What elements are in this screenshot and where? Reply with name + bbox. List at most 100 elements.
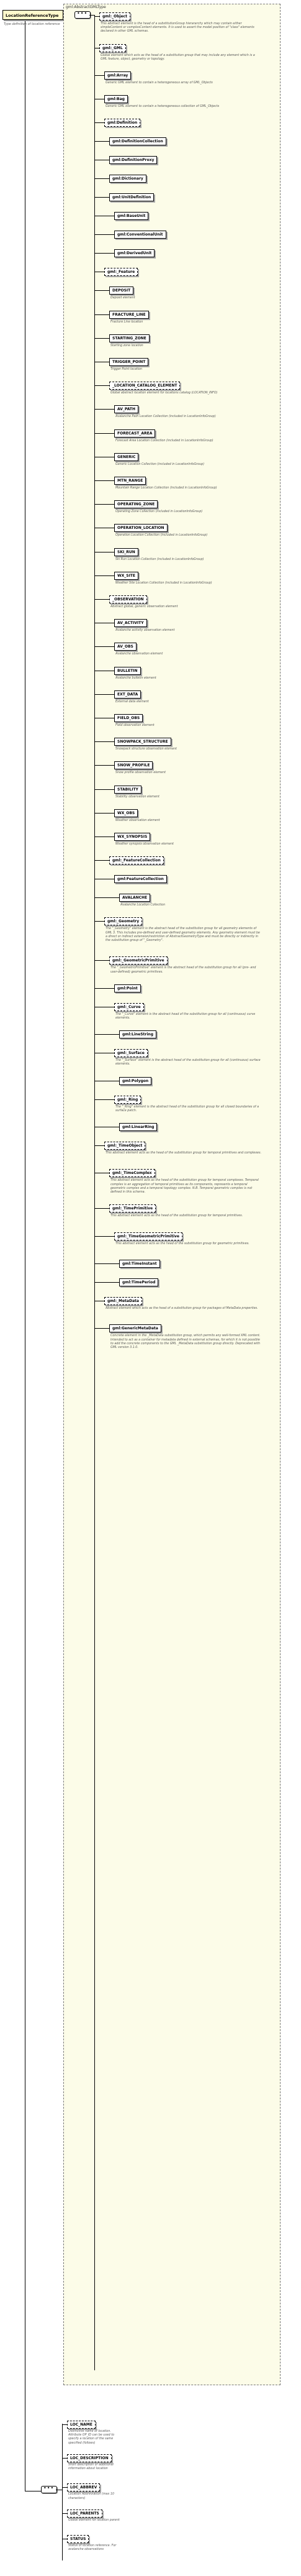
- element-gml-featurecollection[interactable]: gml:_FeatureCollection: [109, 856, 164, 865]
- connector: [94, 253, 114, 254]
- element-starting-zone[interactable]: STARTING_ZONE: [109, 334, 150, 342]
- element-doc: Distinctive name of location. Attribute …: [68, 2430, 115, 2445]
- element-gml-baseunit[interactable]: gml:BaseUnit: [114, 212, 149, 221]
- element-stability[interactable]: STABILITY: [114, 785, 142, 794]
- element-trigger-point[interactable]: TRIGGER_POINT: [109, 358, 149, 366]
- element-label: gml:LineString: [122, 1032, 153, 1037]
- element-gml-definitioncollection[interactable]: gml:DefinitionCollection: [109, 137, 166, 146]
- element-operation-location[interactable]: OPERATION_LOCATION: [114, 524, 168, 533]
- element-ski-run[interactable]: SKI_RUN: [114, 548, 138, 556]
- connector: [94, 480, 114, 481]
- element-bulletin[interactable]: BULLETIN: [114, 666, 141, 675]
- element-doc: Avalanche Path Location Collection (incl…: [115, 415, 216, 419]
- element-doc: This abstract element acts as the head o…: [110, 1214, 243, 1218]
- element-label: gml:Point: [117, 986, 138, 991]
- root-element-doc: Type definition of location reference: [4, 22, 60, 26]
- element-doc: Operation Location Collection (included …: [115, 534, 208, 538]
- element-gml-array[interactable]: gml:Array: [104, 71, 132, 80]
- element-gml-definition[interactable]: gml:Definition: [104, 119, 141, 127]
- element-gml-point[interactable]: gml:Point: [114, 984, 141, 992]
- element-field-obs[interactable]: FIELD_OBS: [114, 714, 143, 722]
- element-gml-definitionproxy[interactable]: gml:DefinitionProxy: [109, 156, 158, 165]
- element-forecast-area[interactable]: FORECAST_AREA: [114, 429, 156, 438]
- element-label: gml:_Ring: [117, 1097, 138, 1102]
- element-gml-timeinstant[interactable]: gml:TimeInstant: [119, 1260, 160, 1268]
- element-wx-obs[interactable]: WX_OBS: [114, 809, 138, 817]
- element-gml-bag[interactable]: gml:Bag: [104, 95, 128, 104]
- element-gml-timecomplex[interactable]: gml:_TimeComplex: [109, 1169, 155, 1178]
- element-generic[interactable]: GENERIC: [114, 452, 139, 461]
- element-label: OPERATING_ZONE: [117, 502, 155, 507]
- element-label: AV_PATH: [117, 407, 136, 412]
- element-gml-timeperiod[interactable]: gml:TimePeriod: [119, 1278, 159, 1286]
- element-gml-feature[interactable]: gml:_Feature: [104, 268, 138, 277]
- element-gml-featurecollection2[interactable]: gml:FeatureCollection: [114, 875, 167, 884]
- element-gml-genericmetadata[interactable]: gml:GenericMetaData: [109, 1324, 161, 1333]
- element-gml-ring[interactable]: gml:_Ring: [114, 1095, 142, 1104]
- element-location-catalog-element[interactable]: _LOCATION_CATALOG_ELEMENT: [109, 382, 181, 390]
- element-gml-linestring[interactable]: gml:LineString: [119, 1030, 156, 1039]
- element-gml-conventionalunit[interactable]: gml:ConventionalUnit: [114, 231, 166, 239]
- element-snowpack-structure[interactable]: SNOWPACK_STRUCTURE: [114, 738, 171, 746]
- element-gml-curve[interactable]: gml:_Curve: [114, 1002, 144, 1011]
- connector: [94, 599, 109, 600]
- element-avalanche[interactable]: AVALANCHE: [119, 894, 151, 902]
- element-gml-metadata[interactable]: gml:_MetaData: [104, 1297, 142, 1305]
- element-doc: The "_Geometry" element is the abstract …: [106, 927, 260, 942]
- element-av-obs[interactable]: AV_OBS: [114, 643, 137, 651]
- element-doc: Generic Location Collection (included in…: [115, 462, 205, 466]
- element-operating-zone[interactable]: OPERATING_ZONE: [114, 500, 158, 509]
- element-gml-derivedunit[interactable]: gml:DerivedUnit: [114, 249, 155, 258]
- element-doc: Location Abbreviation (max 10 characters…: [68, 2493, 114, 2500]
- element-doc: Ski Run Location Collection (included in…: [115, 557, 204, 561]
- element-label: gml:TimePeriod: [122, 1280, 156, 1285]
- element-snow-profile[interactable]: SNOW_PROFILE: [114, 761, 153, 770]
- connector: [94, 433, 114, 434]
- element-deposit[interactable]: DEPOSIT: [109, 286, 134, 295]
- element-label: gml:_TimeGeometricPrimitive: [117, 1234, 179, 1239]
- element-loc-parents[interactable]: LOC_PARENTS: [67, 2509, 102, 2518]
- element-wx-synopsis[interactable]: WX_SYNOPSIS: [114, 833, 151, 841]
- element-ext-data[interactable]: EXT_DATA: [114, 690, 142, 699]
- element-gml-polygon[interactable]: gml:Polygon: [119, 1076, 152, 1085]
- element-wx-site[interactable]: WX_SITE: [114, 571, 138, 580]
- element-gml-geometry[interactable]: gml:_Geometry: [104, 917, 143, 926]
- element-gml-object[interactable]: gml:_Object: [99, 12, 130, 21]
- element-label: FRACTURE_LINE: [112, 312, 146, 317]
- connector: [94, 1263, 119, 1264]
- connector: [94, 141, 109, 142]
- element-doc: This abstract element is the head of a s…: [101, 22, 254, 34]
- element-gml-dictionary[interactable]: gml:Dictionary: [109, 175, 146, 183]
- element-gml-surface[interactable]: gml:_Surface: [114, 1049, 148, 1058]
- element-gml-unitdefinition[interactable]: gml:UnitDefinition: [109, 193, 155, 202]
- element-observation[interactable]: _OBSERVATION: [109, 595, 147, 603]
- element-label: gml:_Surface: [117, 1051, 145, 1056]
- element-gml-timeobject[interactable]: gml:_TimeObject: [104, 1142, 146, 1150]
- element-loc-description[interactable]: LOC_DESCRIPTION: [67, 2454, 112, 2462]
- connector: [94, 1208, 109, 1209]
- element-label: DEPOSIT: [112, 288, 131, 293]
- root-element-box[interactable]: LocationReferenceType: [2, 10, 63, 20]
- connector: [62, 2513, 67, 2514]
- element-gml-linearring[interactable]: gml:LinearRing: [119, 1123, 158, 1131]
- connector: [94, 75, 104, 76]
- element-fracture-line[interactable]: FRACTURE_LINE: [109, 310, 149, 319]
- element-av-path[interactable]: AV_PATH: [114, 405, 139, 414]
- element-loc-name[interactable]: LOC_NAME: [67, 2421, 96, 2429]
- element-loc-abbrev[interactable]: LOC_ABBREV: [67, 2483, 101, 2492]
- element-label: gml:Polygon: [122, 1078, 149, 1083]
- connector: [94, 789, 114, 790]
- element-gml-timegeometricprimitive[interactable]: gml:_TimeGeometricPrimitive: [114, 1232, 182, 1240]
- element-mtn-range[interactable]: MTN_RANGE: [114, 477, 146, 485]
- element-av-activity[interactable]: AV_ACTIVITY: [114, 619, 147, 628]
- element-doc: Stability observation element: [115, 795, 159, 799]
- element-label: gml:DefinitionProxy: [112, 158, 155, 163]
- element-label: AVALANCHE: [122, 896, 148, 901]
- element-label: gml:Definition: [107, 121, 138, 126]
- element-gml-timeprimitive[interactable]: gml:_TimePrimitive: [109, 1204, 156, 1213]
- element-gml-gml[interactable]: gml:_GML: [99, 44, 126, 52]
- connector: [94, 385, 109, 387]
- element-gml-geometricprimitive[interactable]: gml:_GeometricPrimitive: [109, 956, 168, 965]
- element-status[interactable]: STATUS: [67, 2535, 89, 2544]
- element-label: AV_ACTIVITY: [117, 621, 144, 626]
